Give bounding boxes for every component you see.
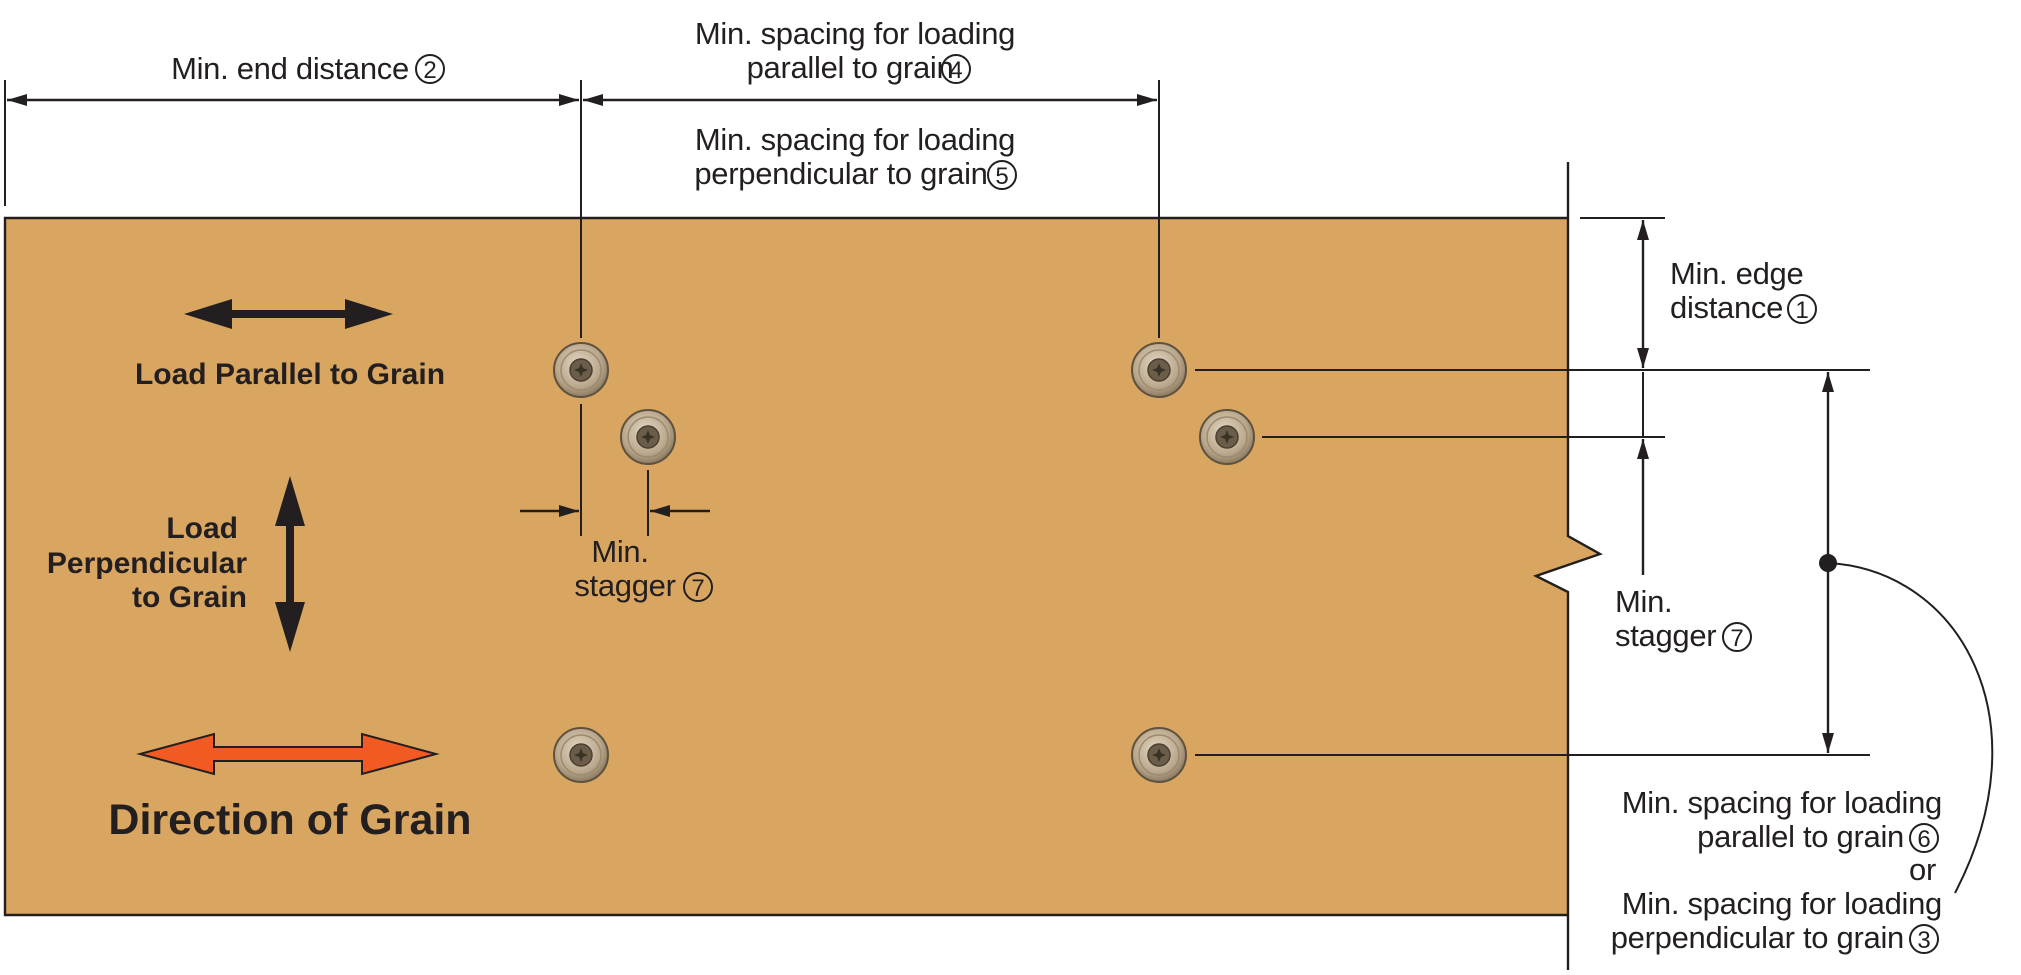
spacing-perp-right-line1: Min. spacing for loading [1622, 886, 1942, 921]
spacing-parallel-right-number: 6 [1917, 826, 1930, 853]
screw-head-icon [1199, 409, 1255, 465]
spacing-perp-top-line2: perpendicular to grain [694, 156, 987, 191]
stagger-center-number: 7 [691, 575, 704, 602]
leader-curve [1827, 562, 1994, 894]
circled-number-icon: 6 [1909, 823, 1939, 853]
load-perp-line2: Perpendicular [47, 547, 247, 580]
screw-head-icon [620, 409, 676, 465]
circled-number-icon: 7 [683, 572, 713, 602]
load-perp-line1: Load [166, 512, 238, 545]
end-distance-label: Min. end distance [171, 51, 409, 86]
stagger-right-number: 7 [1730, 625, 1743, 652]
circled-number-icon: 4 [941, 54, 971, 84]
grain-direction-arrow-icon [136, 732, 440, 776]
circled-number-icon: 3 [1909, 924, 1939, 954]
board-break-line [1532, 162, 1603, 970]
edge-distance-number: 1 [1795, 297, 1808, 324]
board-outline [3, 216, 1568, 917]
load-perp-line3: to Grain [132, 581, 247, 614]
spacing-perp-top-number: 5 [995, 163, 1008, 190]
spacing-parallel-top-line1: Min. spacing for loading [695, 16, 1015, 51]
svg-text:Min. end distance: Min. end distance [171, 51, 409, 86]
stagger-center-line1: Min. [591, 534, 648, 569]
spacing-parallel-top-number: 4 [949, 57, 962, 84]
spacing-perp-right-number: 3 [1917, 927, 1930, 954]
or-label: or [1909, 852, 1936, 887]
double-arrow-horizontal-icon [184, 299, 393, 329]
edge-distance-line1: Min. edge [1670, 256, 1803, 291]
circled-number-icon: 1 [1787, 294, 1817, 324]
screw-head-icon [1131, 342, 1187, 398]
stagger-right-line1: Min. [1615, 584, 1672, 619]
spacing-perp-right-line2: perpendicular to grain [1611, 920, 1904, 955]
spacing-parallel-top-line2: parallel to grain [747, 50, 954, 85]
double-arrow-vertical-icon [275, 476, 305, 652]
screw-head-icon [1131, 727, 1187, 783]
stagger-center-line2: stagger [574, 568, 675, 603]
end-distance-number: 2 [423, 57, 436, 84]
screw-head-icon [553, 727, 609, 783]
spacing-parallel-right-line1: Min. spacing for loading [1622, 785, 1942, 820]
load-parallel-label: Load Parallel to Grain [135, 358, 445, 391]
circled-number-icon: 5 [987, 160, 1017, 190]
spacing-perp-top-line1: Min. spacing for loading [695, 122, 1015, 157]
circled-number-icon: 7 [1722, 622, 1752, 652]
spacing-parallel-right-line2: parallel to grain [1697, 819, 1904, 854]
stagger-right-line2: stagger [1615, 618, 1716, 653]
wood-board [5, 218, 1600, 915]
edge-distance-line2: distance [1670, 290, 1783, 325]
circled-number-icon: 2 [415, 54, 445, 84]
screw-head-icon [553, 342, 609, 398]
grain-direction-label: Direction of Grain [108, 796, 471, 844]
